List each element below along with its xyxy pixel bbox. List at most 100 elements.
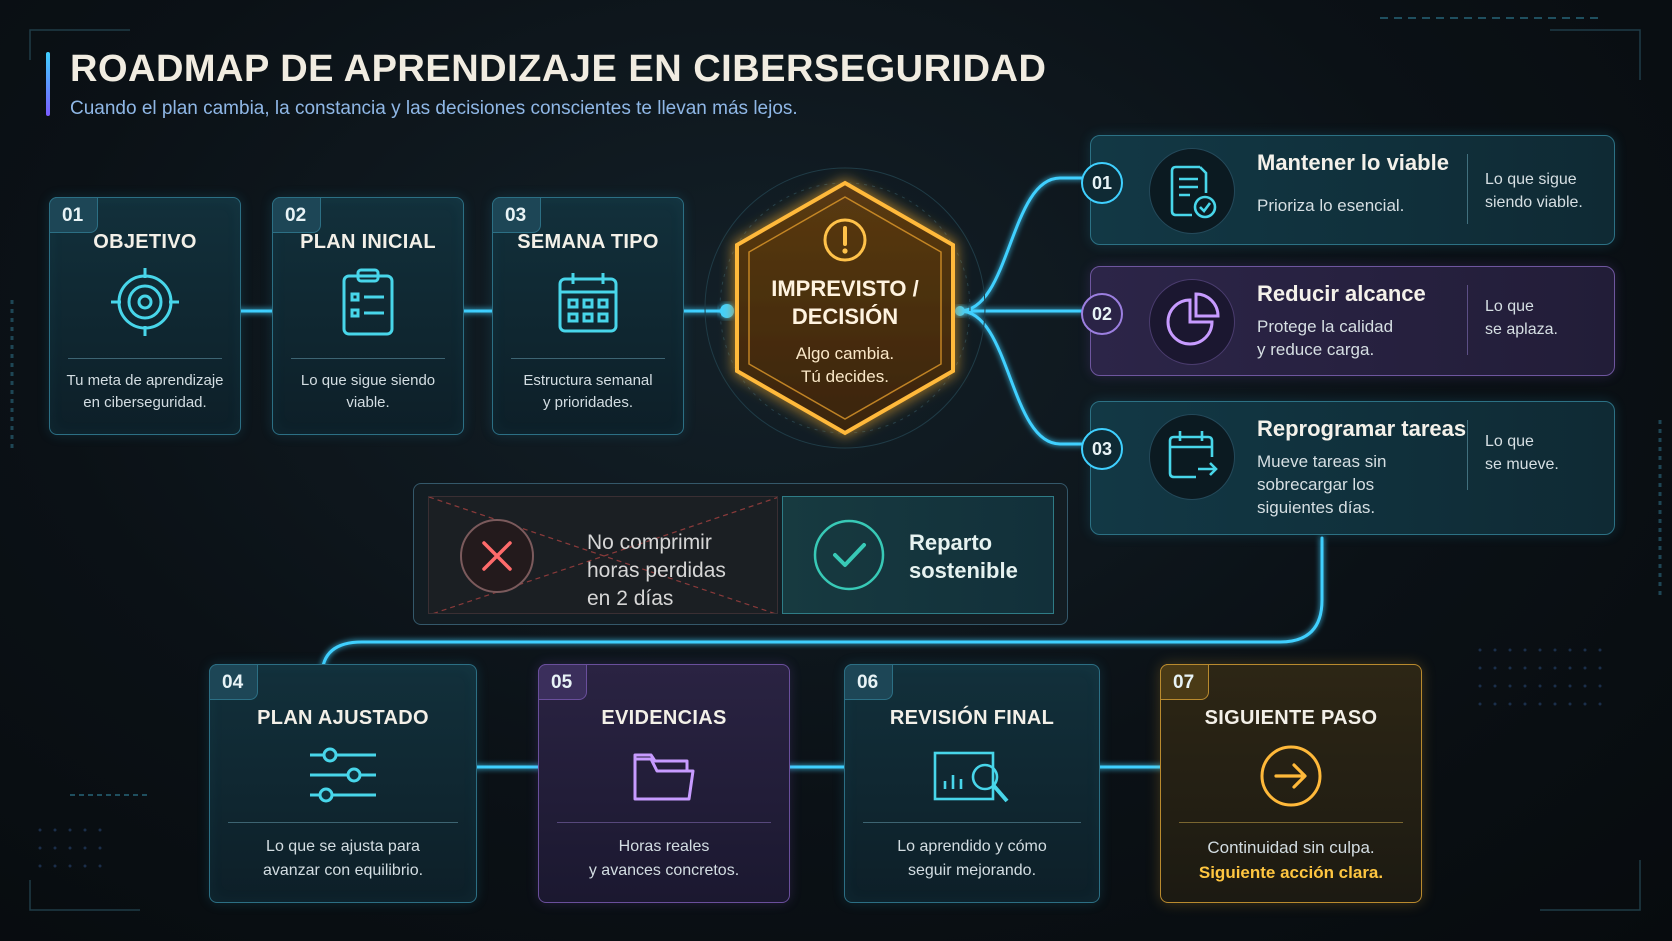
folder-icon <box>633 753 695 801</box>
step-description: Tu meta de aprendizaje en ciberseguridad… <box>60 370 230 414</box>
side-line: siendo viable. <box>1485 194 1583 211</box>
card-divider <box>68 358 222 359</box>
exclamation-icon <box>823 218 867 262</box>
option-reprogramar-tareas: 03 Reprogramar tareas Mueve tareas sin s… <box>1081 401 1615 535</box>
option-number: 01 <box>1081 162 1123 204</box>
desc-line: Protege la calidad <box>1257 317 1394 336</box>
option-side-note: Lo que sigue siendo viable. <box>1485 168 1610 214</box>
desc-line: y avances concretos. <box>588 862 740 879</box>
check-circle-icon <box>813 519 885 591</box>
step-title: PLAN INICIAL <box>300 231 436 253</box>
option-icon-circle <box>1149 279 1235 365</box>
arrow-right-circle-icon <box>1260 745 1322 807</box>
option-description: Mueve tareas sin sobrecargar los siguien… <box>1257 450 1472 519</box>
desc-line: y prioridades. <box>542 394 634 411</box>
step-number: 03 <box>492 197 542 233</box>
sliders-icon <box>310 747 376 803</box>
crossed-out-pattern <box>429 497 777 613</box>
step-number: 01 <box>49 197 99 233</box>
step-card-objetivo: 01 OBJETIVO Tu meta de aprendizaje en ci… <box>49 197 241 435</box>
decision-title: IMPREVISTO / DECISIÓN <box>730 275 960 331</box>
option-description: Protege la calidad y reduce carga. <box>1257 315 1472 361</box>
option-icon-circle <box>1149 148 1235 234</box>
step-card-semana-tipo: 03 SEMANA TIPO Estructura semanal y prio… <box>492 197 684 435</box>
option-title: Reducir alcance <box>1257 281 1426 306</box>
step-card-evidencias: 05 EVIDENCIAS Horas reales y avances con… <box>538 664 790 903</box>
desc-line: avanzar con equilibrio. <box>262 862 424 879</box>
option-divider <box>1467 154 1468 224</box>
step-number: 02 <box>272 197 322 233</box>
comparison-panel: No comprimir horas perdidas en 2 días Re… <box>413 483 1068 625</box>
option-number: 03 <box>1081 428 1123 470</box>
option-mantener-lo-viable: 01 Mantener lo viable Prioriza lo esenci… <box>1081 135 1615 245</box>
step-title: SIGUIENTE PASO <box>1204 707 1378 729</box>
step-description: Estructura semanal y prioridades. <box>503 370 673 414</box>
page-title: ROADMAP DE APRENDIZAJE EN CIBERSEGURIDAD <box>70 48 1047 90</box>
calendar-move-icon <box>1168 431 1218 479</box>
desc-line: Algo cambia. <box>795 344 895 363</box>
option-reducir-alcance: 02 Reducir alcance Protege la calidad y … <box>1081 266 1615 376</box>
text-line: sostenible <box>909 558 1018 583</box>
decision-hexagon <box>704 167 986 449</box>
option-side-note: Lo que se aplaza. <box>1485 295 1610 341</box>
step-card-siguiente-paso: 07 SIGUIENTE PASO Continuidad sin culpa.… <box>1160 664 1422 903</box>
target-icon <box>111 268 179 336</box>
desc-line: seguir mejorando. <box>907 862 1037 879</box>
side-line: Lo que <box>1485 433 1534 450</box>
clipboard-list-icon <box>342 268 394 336</box>
option-description: Prioriza lo esencial. <box>1257 194 1472 217</box>
title-line: DECISIÓN <box>791 304 899 329</box>
step-title: EVIDENCIAS <box>601 707 727 729</box>
option-icon-circle <box>1149 414 1235 500</box>
card-divider <box>291 358 445 359</box>
checklist-icon <box>1170 165 1217 219</box>
step-title: REVISIÓN FINAL <box>889 707 1055 729</box>
desc-line: Estructura semanal <box>523 372 653 389</box>
option-divider <box>1467 420 1468 490</box>
desc-line: en ciberseguridad. <box>83 394 207 411</box>
step-description: Lo que se ajusta para avanzar con equili… <box>220 835 466 883</box>
comparison-bad-text: No comprimir horas perdidas en 2 días <box>587 529 767 613</box>
card-divider <box>1179 822 1403 823</box>
title-accent-bar <box>46 52 50 116</box>
step-number: 06 <box>844 664 894 700</box>
step-card-plan-ajustado: 04 PLAN AJUSTADO Lo que se ajusta para a… <box>209 664 477 903</box>
side-line: Lo que <box>1485 298 1534 315</box>
desc-line: Lo que se ajusta para <box>266 838 420 855</box>
desc-line: Tú decides. <box>801 367 889 386</box>
step-description: Horas reales y avances concretos. <box>549 835 779 883</box>
step-number: 07 <box>1160 664 1210 700</box>
desc-line: Lo que sigue siendo <box>300 372 436 389</box>
desc-line: sobrecargar los <box>1257 475 1375 494</box>
side-line: se mueve. <box>1485 456 1559 473</box>
option-title: Reprogramar tareas <box>1257 416 1467 441</box>
desc-line: Continuidad sin culpa. <box>1207 838 1375 857</box>
option-title: Mantener lo viable <box>1257 150 1449 175</box>
chart-magnifier-icon <box>933 751 1009 803</box>
desc-line: viable. <box>346 394 390 411</box>
card-divider <box>228 822 458 823</box>
page-subtitle: Cuando el plan cambia, la constancia y l… <box>70 98 798 119</box>
step-title: PLAN AJUSTADO <box>257 707 429 729</box>
desc-line: Mueve tareas sin <box>1257 452 1387 471</box>
step-title: OBJETIVO <box>93 231 197 253</box>
step-number: 05 <box>538 664 588 700</box>
text-line: en 2 días <box>587 587 674 610</box>
step-card-revision-final: 06 REVISIÓN FINAL Lo aprendido y cómo se… <box>844 664 1100 903</box>
step-description: Lo aprendido y cómo seguir mejorando. <box>855 835 1089 883</box>
side-line: Lo que sigue <box>1485 171 1577 188</box>
comparison-good-text: Reparto sostenible <box>909 529 1049 585</box>
title-line: IMPREVISTO / <box>771 276 919 301</box>
text-line: horas perdidas <box>587 559 726 582</box>
step-card-plan-inicial: 02 PLAN INICIAL Lo que sigue siendo viab… <box>272 197 464 435</box>
decision-description: Algo cambia. Tú decides. <box>730 342 960 388</box>
desc-line: Tu meta de aprendizaje <box>66 372 224 389</box>
desc-line: siguientes días. <box>1257 498 1376 517</box>
step-number: 04 <box>209 664 259 700</box>
desc-line: y reduce carga. <box>1257 340 1375 359</box>
comparison-good: Reparto sostenible <box>782 496 1054 614</box>
text-line: Reparto <box>909 530 993 555</box>
desc-line: Horas reales <box>618 838 710 855</box>
option-number: 02 <box>1081 293 1123 335</box>
card-divider <box>557 822 771 823</box>
